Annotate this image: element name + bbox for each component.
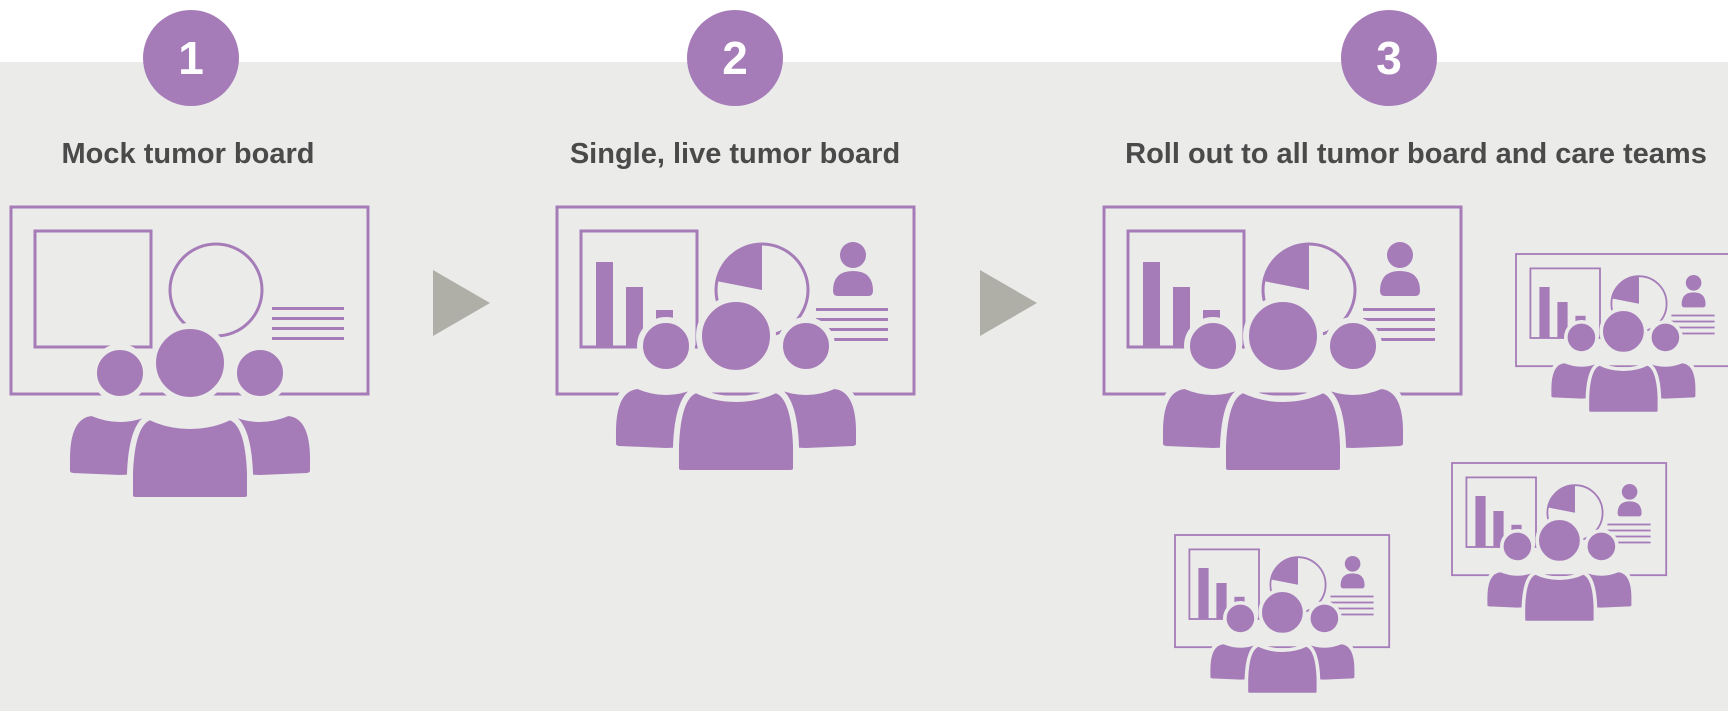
content-panel	[0, 62, 1728, 711]
people-group-icon	[67, 326, 313, 500]
arrow-right-icon	[980, 270, 1037, 336]
presentation-screen-icon	[1452, 463, 1666, 623]
step-title: Roll out to all tumor board and care tea…	[1125, 138, 1707, 170]
presentation-screen-icon	[1104, 207, 1461, 473]
step-number-badge: 2	[687, 10, 783, 106]
step-number-badge: 3	[1341, 10, 1437, 106]
step-title: Mock tumor board	[61, 138, 315, 170]
step-number-badge: 1	[143, 10, 239, 106]
presentation-screen-icon	[1516, 254, 1728, 414]
presentation-screen-icon	[1175, 535, 1389, 695]
arrow-right-icon	[433, 270, 490, 336]
presentation-screen-icon	[557, 207, 914, 473]
step-title: Single, live tumor board	[569, 138, 901, 170]
